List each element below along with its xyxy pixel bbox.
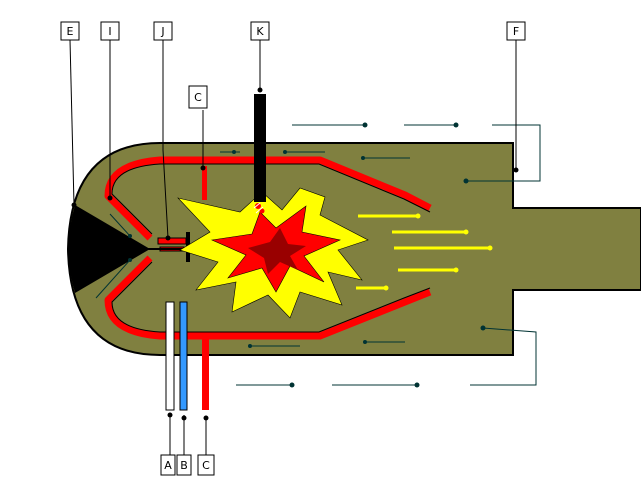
injector-body	[157, 237, 187, 245]
svg-text:A: A	[164, 459, 172, 472]
label-f: F	[506, 21, 526, 41]
svg-text:C: C	[202, 459, 210, 472]
callout-dots	[71, 87, 519, 421]
leader-dots	[128, 122, 486, 388]
pipe-c	[202, 336, 209, 410]
svg-text:J: J	[160, 25, 164, 38]
inner-casing-outline-bottom	[111, 261, 431, 333]
svg-text:K: K	[256, 25, 264, 38]
spark-icon	[253, 202, 265, 214]
exhaust-jet-dots	[383, 213, 493, 291]
label-k: K	[250, 21, 270, 41]
label-c-top: C	[188, 85, 208, 109]
inner-casing-bottom	[104, 255, 432, 340]
svg-text:C: C	[194, 91, 202, 104]
casing-stub-top	[202, 166, 207, 200]
label-c-bottom: C	[197, 454, 215, 476]
pipe-b	[179, 301, 188, 411]
svg-text:F: F	[513, 25, 519, 38]
label-i: I	[100, 21, 120, 41]
flame-core	[248, 228, 306, 274]
label-e: E	[60, 21, 80, 41]
outer-hull	[66, 142, 641, 356]
callout-lines	[69, 39, 517, 455]
inner-casing-top	[104, 156, 432, 241]
label-j: J	[153, 21, 173, 41]
pipe-a	[165, 301, 175, 411]
nose-cone	[68, 205, 150, 293]
exhaust-jet-lines	[356, 214, 490, 290]
svg-text:B: B	[180, 459, 188, 472]
svg-text:I: I	[108, 25, 111, 38]
svg-text:E: E	[67, 25, 74, 38]
label-b: B	[176, 454, 192, 476]
label-a: A	[160, 454, 176, 476]
ignition-rod	[254, 94, 266, 202]
inner-casing-outline-top	[111, 163, 431, 235]
